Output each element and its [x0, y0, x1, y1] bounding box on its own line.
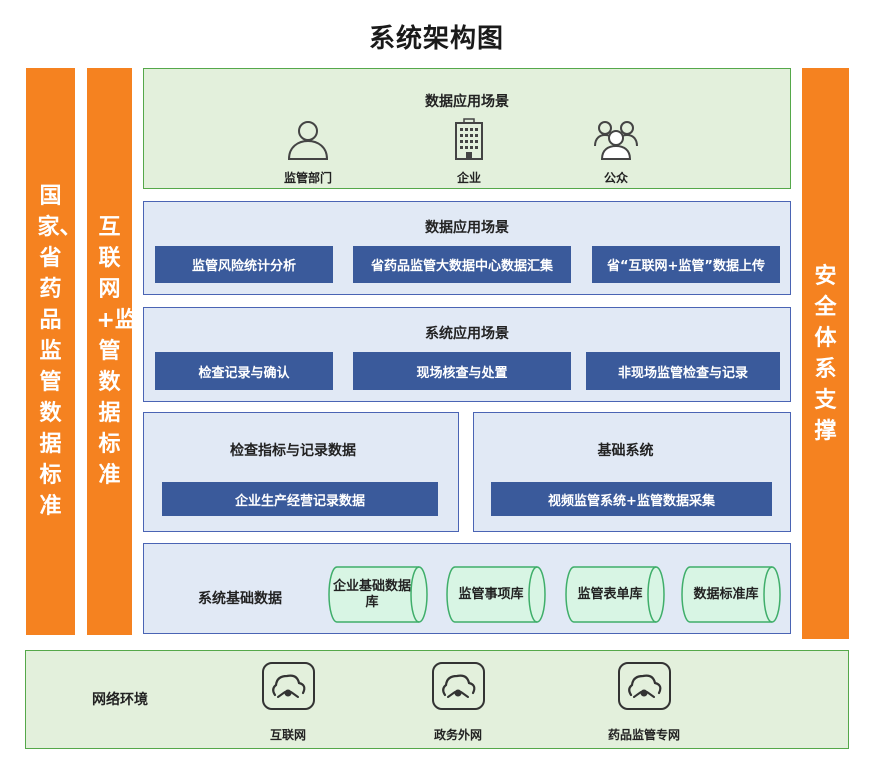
network-icon: [261, 661, 316, 711]
user-label-enterprise: 企业: [456, 171, 481, 185]
database-label: 企业基础数据库: [332, 578, 411, 610]
standard-bar-internet: 互联网+监管数据标准: [87, 68, 137, 635]
database-label: 监管表单库: [577, 586, 643, 602]
database-label: 数据标准库: [693, 586, 759, 602]
network-label: 网络环境: [92, 692, 148, 708]
enterprise-record-box: 企业生产经营记录数据: [162, 482, 438, 516]
database-cylinder: 监管事项库: [446, 566, 546, 623]
offsite-inspection-box: 非现场监管检查与记录: [586, 352, 780, 390]
security-bar-label: 安全体系支撑: [814, 263, 837, 444]
database-cylinder: 企业基础数据库: [328, 566, 428, 623]
database-cylinder: 数据标准库: [681, 566, 781, 623]
network-panel: [25, 650, 849, 749]
risk-analysis-box: 监管风险统计分析: [155, 246, 333, 283]
video-collection-box: 视频监管系统+监管数据采集: [491, 482, 772, 516]
person-icon: [286, 120, 330, 160]
base-data-label: 系统基础数据: [198, 591, 282, 607]
big-data-center-box: 省药品监管大数据中心数据汇集: [353, 246, 571, 283]
standard-bar-national: 国家、省药品监管数据标准: [26, 68, 82, 635]
page-title: 系统架构图: [368, 24, 504, 54]
database-cylinder: 监管表单库: [565, 566, 665, 623]
inspection-record-box: 检查记录与确认: [155, 352, 333, 390]
onsite-verification-box: 现场核查与处置: [353, 352, 571, 390]
inspection-data-header: 检查指标与记录数据: [230, 443, 356, 459]
base-system-header: 基础系统: [597, 443, 654, 459]
standard-bar-national-label: 国家、省药品监管数据标准: [37, 184, 82, 519]
internet-upload-box: 省“互联网+监管”数据上传: [592, 246, 780, 283]
building-icon: [453, 118, 485, 160]
network-label-gov: 政务外网: [433, 728, 482, 742]
group-icon: [593, 118, 639, 160]
user-scenario-header: 数据应用场景: [425, 94, 509, 110]
user-label-public: 公众: [603, 171, 628, 185]
security-bar: 安全体系支撑: [802, 68, 849, 639]
standard-bar-internet-label: 互联网+监管数据标准: [96, 215, 137, 488]
system-scenario-header: 系统应用场景: [425, 326, 509, 342]
database-label: 监管事项库: [458, 586, 524, 602]
network-label-internet: 互联网: [269, 728, 306, 742]
data-scenario-header: 数据应用场景: [425, 220, 509, 236]
network-label-drug: 药品监管专网: [607, 728, 680, 742]
network-icon: [617, 661, 672, 711]
network-icon: [431, 661, 486, 711]
user-label-regulator: 监管部门: [283, 171, 332, 185]
